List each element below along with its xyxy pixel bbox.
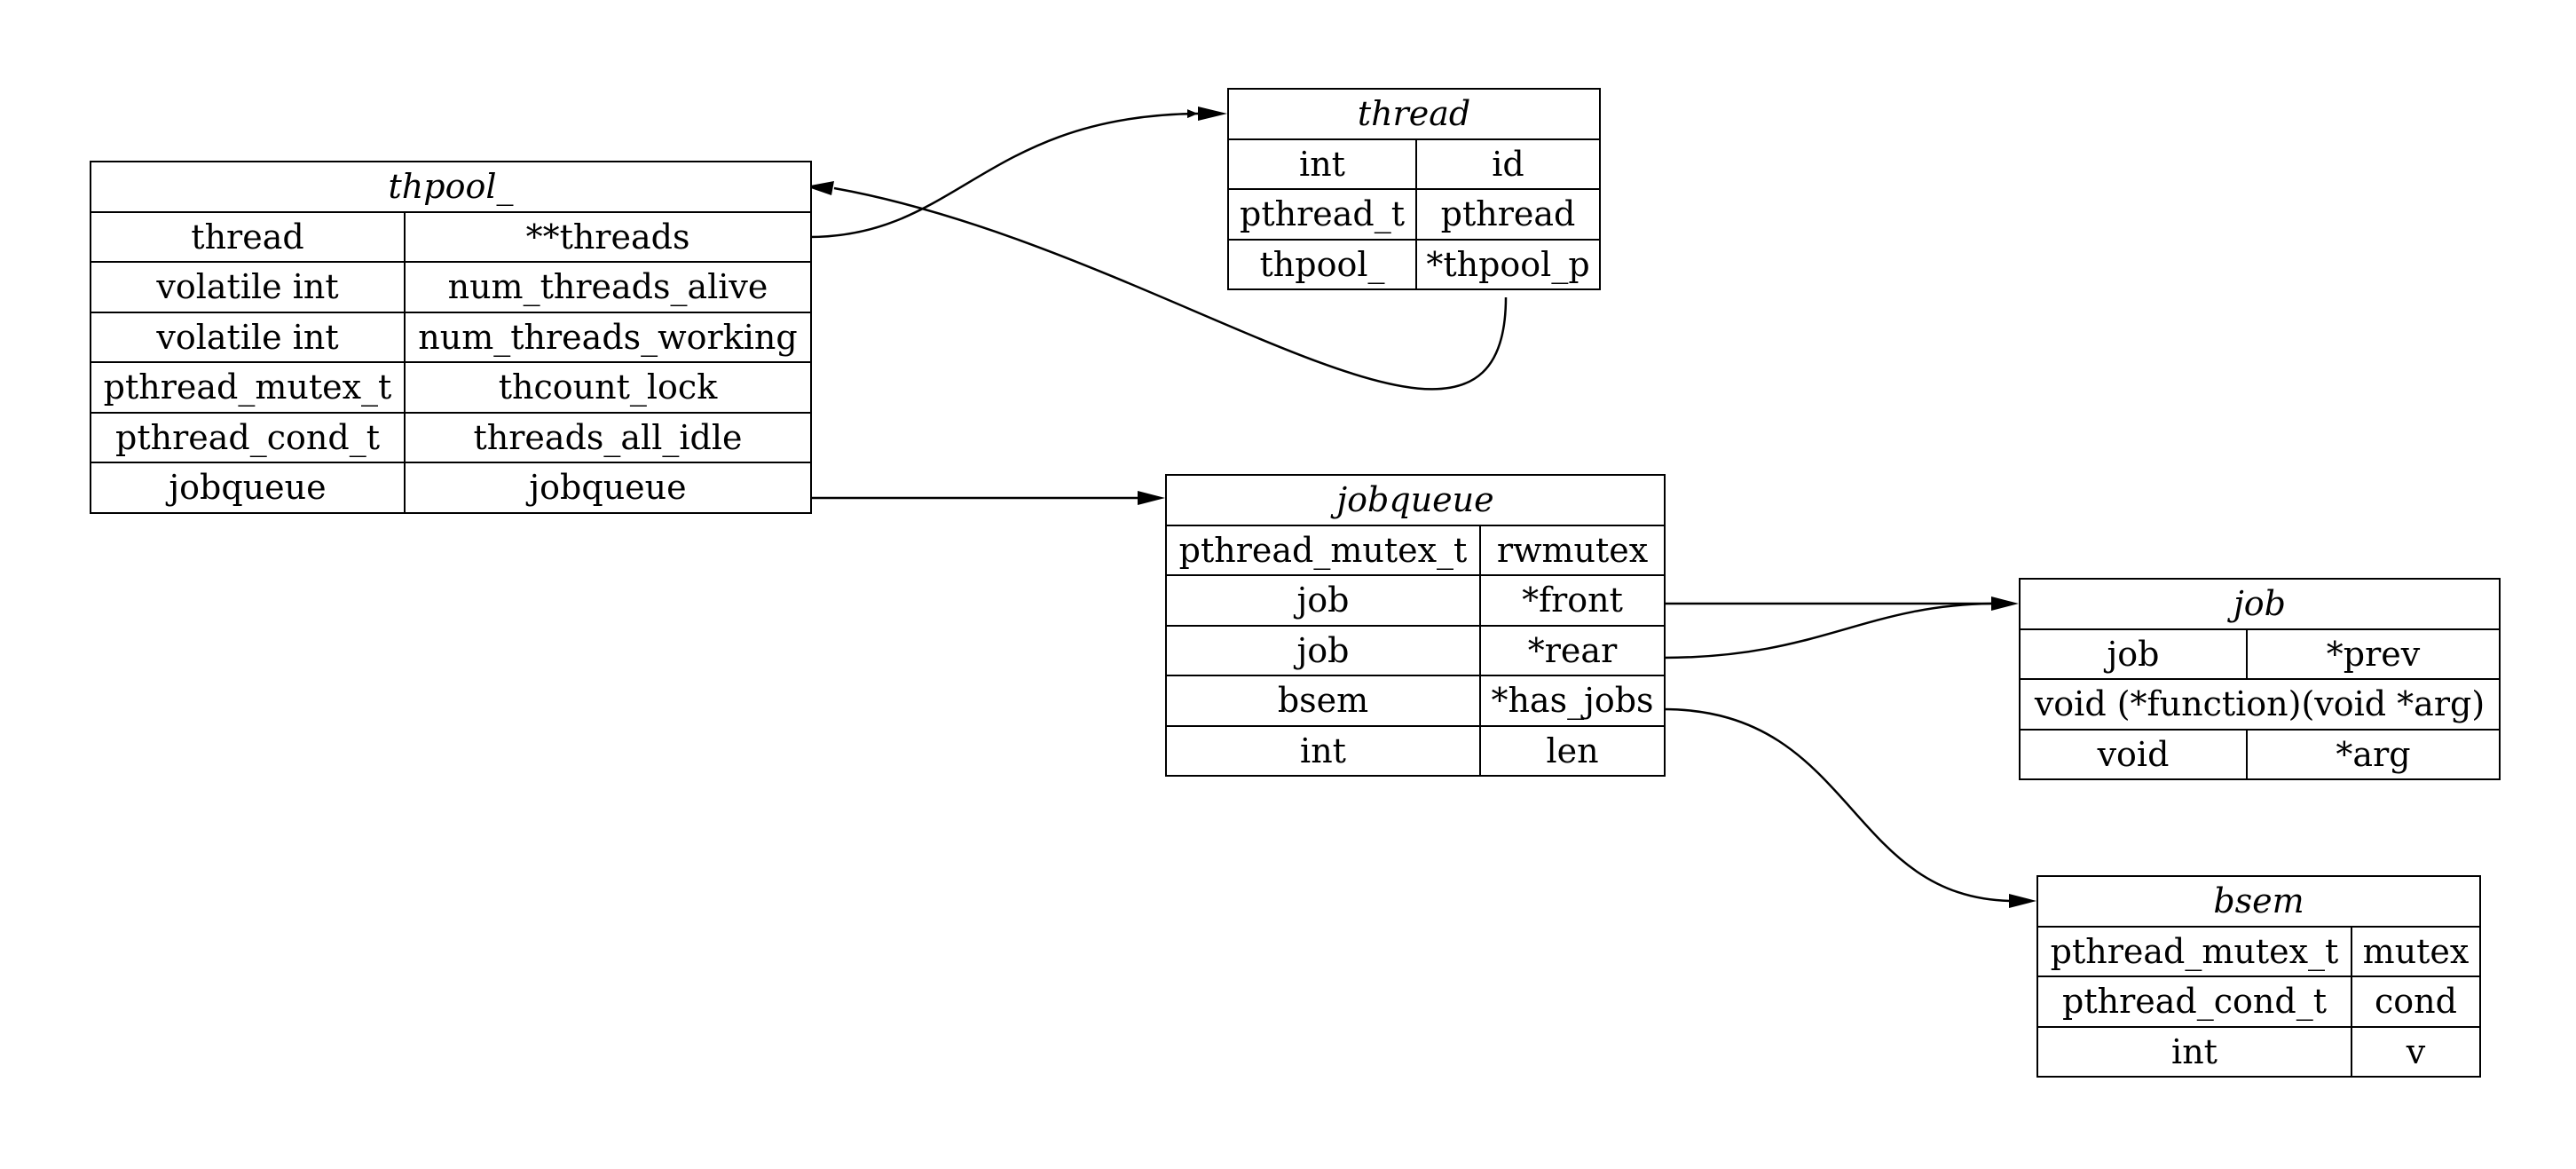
- field-row: jobqueue jobqueue: [90, 462, 813, 514]
- field-type: pthread_mutex_t: [1165, 524, 1481, 576]
- field-full: void (*function)(void *arg): [2019, 678, 2501, 731]
- field-row: pthread_t pthread: [1227, 188, 1602, 241]
- field-row: thread **threads: [90, 210, 813, 263]
- field-name: mutex: [2350, 925, 2482, 977]
- field-name: len: [1478, 724, 1666, 777]
- field-type: int: [1165, 724, 1481, 777]
- struct-title: jobqueue: [1164, 474, 1666, 526]
- field-type: thread: [90, 210, 406, 263]
- field-row: pthread_mutex_t mutex: [2036, 925, 2482, 977]
- field-type: volatile int: [90, 261, 406, 313]
- edge-has_jobs-to-bsem: [1662, 707, 2011, 903]
- field-row: pthread_mutex_t thcount_lock: [90, 361, 813, 414]
- field-type: bsem: [1165, 675, 1481, 727]
- struct-title: bsem: [2036, 875, 2482, 928]
- field-name: id: [1414, 138, 1602, 190]
- edge-rear-to-job: [1662, 602, 1992, 660]
- field-type: pthread_mutex_t: [90, 361, 406, 414]
- edge-threads-to-thread: [808, 109, 1199, 239]
- field-name: pthread: [1414, 188, 1602, 241]
- field-type: job: [2019, 628, 2248, 680]
- field-row: void *arg: [2019, 728, 2501, 780]
- field-name: *arg: [2246, 728, 2501, 780]
- struct-bsem: bsem pthread_mutex_t mutex pthread_cond_…: [2036, 875, 2482, 1078]
- field-type: pthread_cond_t: [90, 411, 406, 463]
- field-type: thpool_: [1227, 238, 1417, 290]
- field-row: bsem *has_jobs: [1165, 675, 1666, 727]
- field-name: *thpool_p: [1414, 238, 1602, 290]
- field-row: pthread_cond_t cond: [2036, 975, 2482, 1028]
- field-name: num_threads_alive: [403, 261, 813, 313]
- field-type: job: [1165, 624, 1481, 676]
- field-name: *front: [1478, 574, 1666, 627]
- field-name: threads_all_idle: [403, 411, 813, 463]
- field-type: pthread_t: [1227, 188, 1417, 241]
- field-row: int id: [1227, 138, 1602, 190]
- field-type: int: [2036, 1025, 2352, 1078]
- field-type: jobqueue: [90, 462, 406, 514]
- struct-thread: thread int id pthread_t pthread thpool_ …: [1226, 88, 1602, 290]
- field-row: job *prev: [2019, 628, 2501, 680]
- field-row: pthread_cond_t threads_all_idle: [90, 411, 813, 463]
- field-row: int v: [2036, 1025, 2482, 1078]
- field-row: job *front: [1165, 574, 1666, 627]
- field-row: thpool_ *thpool_p: [1227, 238, 1602, 290]
- field-name: **threads: [403, 210, 813, 263]
- field-name: *rear: [1478, 624, 1666, 676]
- field-row: pthread_mutex_t rwmutex: [1165, 524, 1666, 576]
- field-type: pthread_cond_t: [2036, 975, 2352, 1028]
- field-row: job *rear: [1165, 624, 1666, 676]
- field-type: job: [1165, 574, 1481, 627]
- field-row: volatile int num_threads_working: [90, 311, 813, 363]
- field-type: int: [1227, 138, 1417, 190]
- field-name: *has_jobs: [1478, 675, 1666, 727]
- field-name: thcount_lock: [403, 361, 813, 414]
- field-name: *prev: [2246, 628, 2501, 680]
- field-type: volatile int: [90, 311, 406, 363]
- struct-title: thpool_: [89, 161, 813, 213]
- struct-thpool: thpool_ thread **threads volatile int nu…: [89, 161, 813, 514]
- struct-jobqueue: jobqueue pthread_mutex_t rwmutex job *fr…: [1164, 474, 1666, 777]
- struct-title: thread: [1226, 88, 1602, 140]
- field-name: cond: [2350, 975, 2482, 1028]
- field-name: rwmutex: [1478, 524, 1666, 576]
- field-row: int len: [1165, 724, 1666, 777]
- struct-job: job job *prev void (*function)(void *arg…: [2019, 578, 2501, 780]
- field-type: pthread_mutex_t: [2036, 925, 2352, 977]
- field-type: void: [2019, 728, 2248, 780]
- field-row: void (*function)(void *arg): [2019, 678, 2501, 731]
- struct-title: job: [2019, 578, 2501, 630]
- field-name: jobqueue: [403, 462, 813, 514]
- field-row: volatile int num_threads_alive: [90, 261, 813, 313]
- field-name: num_threads_working: [403, 311, 813, 363]
- edge-thpool_p-to-thpool: [833, 186, 1508, 391]
- field-name: v: [2350, 1025, 2482, 1078]
